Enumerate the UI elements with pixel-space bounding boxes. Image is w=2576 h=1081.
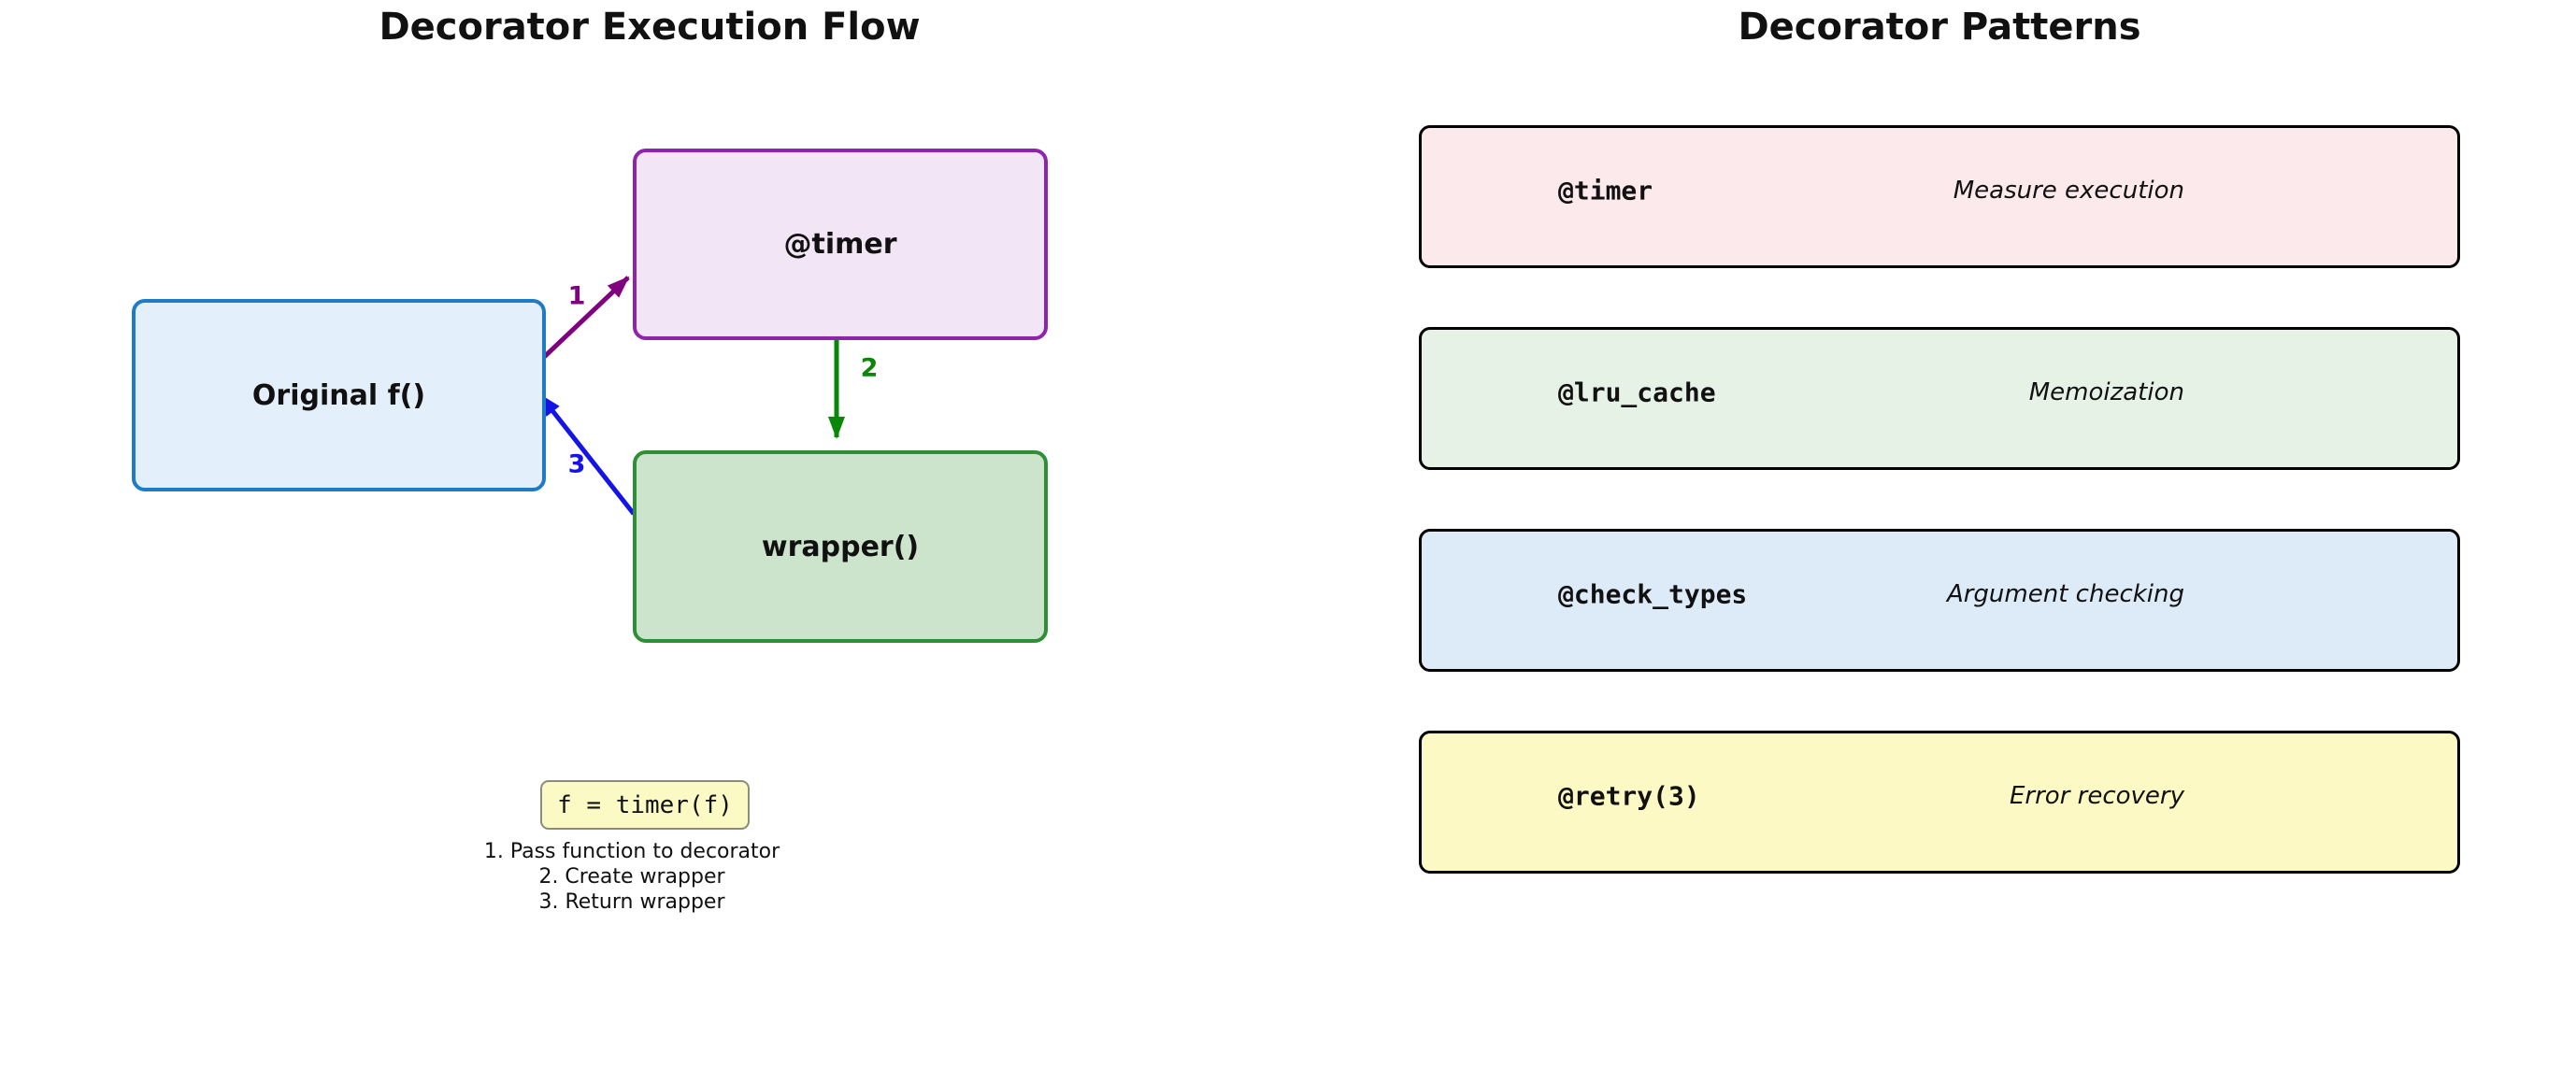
pattern-card-lru-cache: @lru_cache Memoization <box>1419 327 2460 470</box>
code-snippet-box: f = timer(f) <box>540 780 750 830</box>
step-2: 2. Create wrapper <box>538 865 725 889</box>
node-wrapper: wrapper() <box>633 450 1048 643</box>
pattern-card-check-types-label: @check_types <box>1558 578 1748 609</box>
node-timer-decorator-label: @timer <box>783 228 897 261</box>
pattern-card-retry-label: @retry(3) <box>1558 780 1700 811</box>
step-list: 1. Pass function to decorator 2. Create … <box>484 839 780 915</box>
node-original-f-label: Original f() <box>251 378 426 412</box>
node-timer-decorator: @timer <box>633 149 1048 340</box>
left-panel-title: Decorator Execution Flow <box>379 6 921 49</box>
pattern-card-timer-label: @timer <box>1558 175 1653 206</box>
arrow-3-number: 3 <box>567 449 586 479</box>
step-1: 1. Pass function to decorator <box>483 840 780 863</box>
arrow-2-number: 2 <box>860 353 879 383</box>
pattern-card-retry-desc: Error recovery <box>2009 781 2184 810</box>
pattern-card-timer-desc: Measure execution <box>1953 176 2184 205</box>
pattern-card-timer: @timer Measure execution <box>1419 125 2460 268</box>
arrow-3-return-wrapper <box>538 393 636 516</box>
pattern-card-check-types-desc: Argument checking <box>1946 579 2184 608</box>
pattern-card-lru-cache-desc: Memoization <box>2028 377 2184 406</box>
step-3: 3. Return wrapper <box>538 890 725 914</box>
pattern-card-lru-cache-label: @lru_cache <box>1558 377 1716 407</box>
code-snippet-text: f = timer(f) <box>557 790 733 819</box>
arrow-1-number: 1 <box>567 281 586 311</box>
pattern-card-check-types: @check_types Argument checking <box>1419 529 2460 672</box>
right-panel-title: Decorator Patterns <box>1738 6 2141 49</box>
node-original-f: Original f() <box>132 299 546 491</box>
pattern-card-retry: @retry(3) Error recovery <box>1419 731 2460 874</box>
node-wrapper-label: wrapper() <box>761 530 920 563</box>
